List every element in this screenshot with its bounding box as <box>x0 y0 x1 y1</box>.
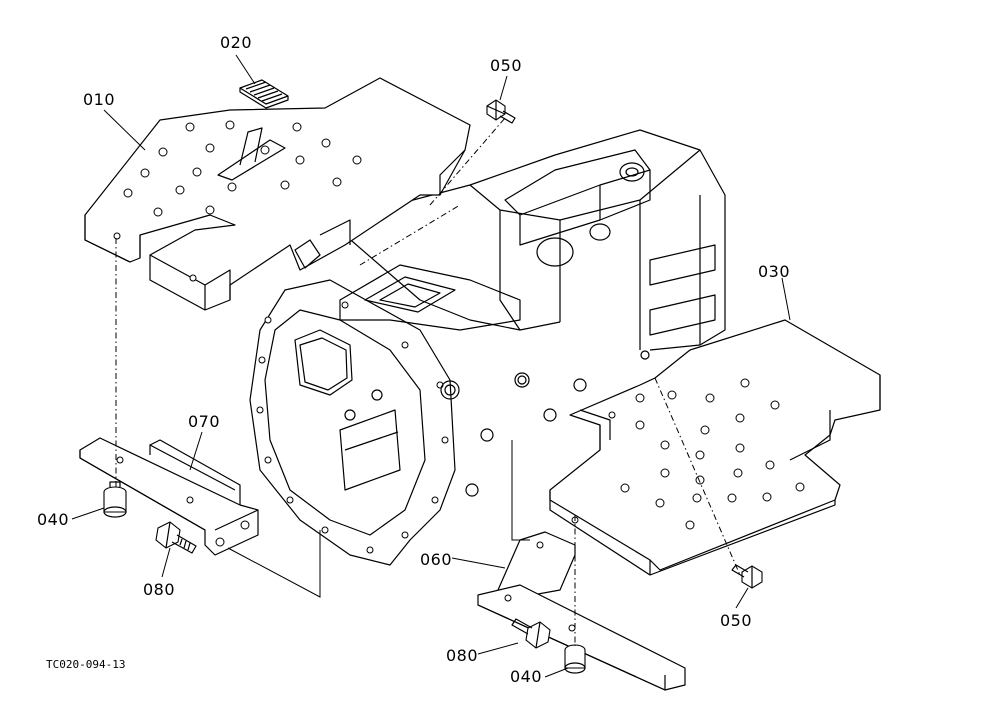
part-label-010: 010 <box>83 90 116 109</box>
part-label-040-right: 040 <box>510 667 543 686</box>
part-label-080-right: 080 <box>446 646 479 665</box>
bolt-050-top <box>486 99 516 124</box>
part-label-040-left: 040 <box>37 510 70 529</box>
right-step-plate-030 <box>549 319 881 576</box>
transmission-case <box>249 129 726 566</box>
alignment-lines <box>115 117 741 646</box>
part-label-020: 020 <box>220 33 253 52</box>
right-bracket-060 <box>477 531 686 691</box>
part-label-030: 030 <box>758 262 791 281</box>
rubber-mount-040-left <box>103 481 127 518</box>
part-label-080-left: 080 <box>143 580 176 599</box>
pedal-pad-020 <box>239 79 289 109</box>
rubber-mount-040-right <box>564 644 586 674</box>
left-step-plate-010 <box>84 77 471 311</box>
part-label-070: 070 <box>188 412 221 431</box>
part-label-060: 060 <box>420 550 453 569</box>
leader-lines <box>71 54 791 678</box>
part-label-050-right: 050 <box>720 611 753 630</box>
left-bracket-070 <box>79 437 259 556</box>
bolt-080-right <box>511 618 551 649</box>
bolt-080-left <box>155 521 197 554</box>
figure-id: TC020-094-13 <box>46 658 126 671</box>
part-label-050-top: 050 <box>490 56 523 75</box>
bolt-050-right <box>731 564 763 589</box>
